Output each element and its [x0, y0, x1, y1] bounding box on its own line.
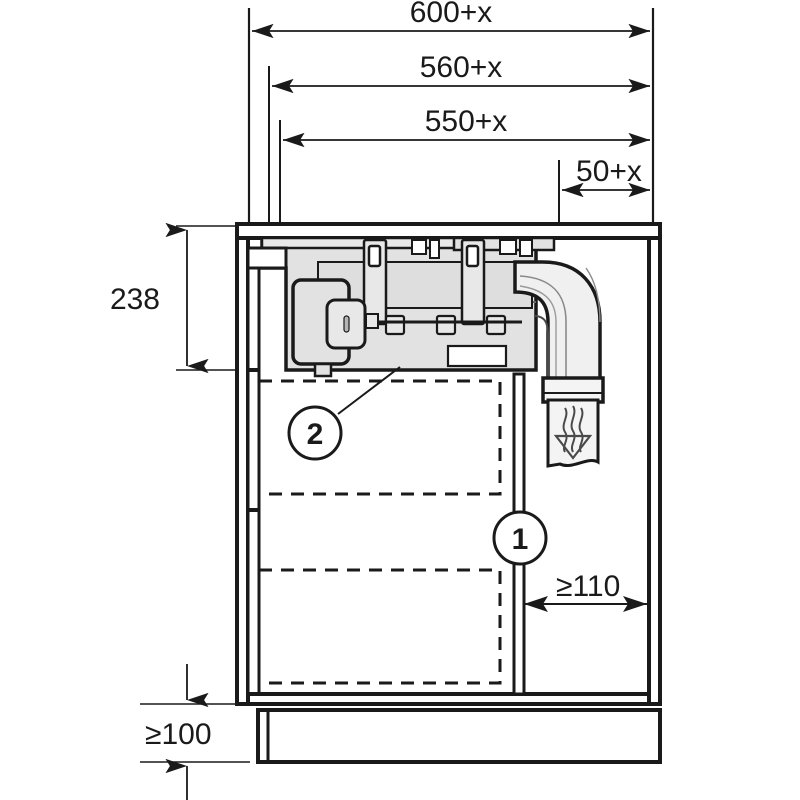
- dim-label-560: 560+x: [420, 51, 503, 84]
- duct-collar: [541, 376, 605, 404]
- callout-2-label: 2: [307, 418, 324, 451]
- callout-2[interactable]: 2: [287, 366, 401, 461]
- callout-1-label: 1: [512, 523, 529, 556]
- drawer-outlines: [259, 379, 502, 685]
- appliance-lower-recess: [446, 344, 508, 368]
- appliance-top-detail-notches: [411, 239, 533, 259]
- cabinet-right-wall: [647, 236, 662, 706]
- cabinet-bottom: [246, 692, 651, 706]
- dim-label-600: 600+x: [410, 0, 493, 29]
- callout-1-circle: [492, 510, 548, 566]
- drawer-outline-upper: [259, 379, 502, 496]
- plinth-base: [256, 708, 662, 764]
- drawer-outline-lower: [259, 568, 502, 685]
- cabinet-left-door-panel: [246, 248, 261, 706]
- horizontal-dimension-lines: [252, 23, 650, 198]
- dim-label-100: ≥100: [145, 718, 212, 751]
- dim-label-50: 50+x: [576, 155, 642, 188]
- airflow-arrowhead: [553, 434, 593, 460]
- control-box-module: [291, 278, 379, 378]
- appliance-mounting-brackets: [362, 238, 486, 326]
- plinth-body: [256, 708, 662, 764]
- dim-label-550: 550+x: [425, 105, 508, 138]
- callout-1[interactable]: 1: [492, 510, 548, 566]
- appliance-recess-left: [246, 246, 288, 270]
- duct-elbow: [513, 260, 605, 468]
- dim-label-110: ≥110: [556, 570, 620, 603]
- extractor-appliance: [246, 236, 556, 378]
- dim-100-group: [140, 664, 250, 800]
- callout-2-leader: [337, 366, 401, 415]
- callout-2-circle: [287, 405, 343, 461]
- worktop: [235, 222, 662, 240]
- cabinet-left-wall: [235, 236, 250, 706]
- dim-label-238: 238: [110, 283, 160, 316]
- extension-lines: [247, 8, 655, 232]
